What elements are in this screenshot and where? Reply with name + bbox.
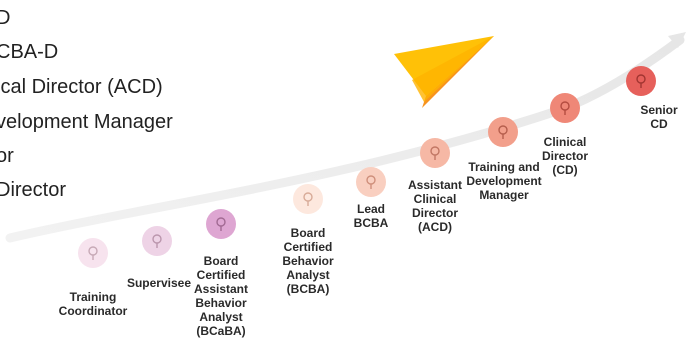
list-item: Director (0, 179, 67, 201)
step-label-training-development-manager: Training and Development Manager (466, 160, 542, 202)
trail-arrowhead (668, 32, 686, 48)
step-node-training-development-manager (488, 117, 518, 147)
location-pin-icon (430, 146, 440, 160)
step-label-supervisee: Supervisee (126, 276, 192, 290)
location-pin-icon (303, 192, 313, 206)
location-pin-icon (560, 101, 570, 115)
step-label-clinical-director: Clinical Director (CD) (541, 135, 588, 177)
step-label-training-coordinator: Training Coordinator (58, 290, 128, 318)
location-pin-icon (88, 246, 98, 260)
list-item: velopment Manager (0, 111, 173, 133)
step-node-supervisee (142, 226, 172, 256)
location-pin-icon (498, 125, 508, 139)
location-pin-icon (152, 234, 162, 248)
paper-plane-icon (394, 36, 494, 108)
step-node-bcba (293, 184, 323, 214)
location-pin-icon (216, 217, 226, 231)
step-node-training-coordinator (78, 238, 108, 268)
plane-wing-bottom (422, 36, 494, 108)
step-label-lead-bcba: Lead BCBA (353, 202, 389, 230)
plane-fold (412, 36, 494, 102)
step-label-bcaba: Board Certified Assistant Behavior Analy… (193, 254, 249, 338)
step-label-senior-cd: Senior CD (640, 103, 678, 131)
list-item: or (0, 145, 14, 167)
location-pin-icon (636, 74, 646, 88)
step-node-acd (420, 138, 450, 168)
step-node-bcaba (206, 209, 236, 239)
step-node-senior-cd (626, 66, 656, 96)
step-node-clinical-director (550, 93, 580, 123)
location-pin-icon (366, 175, 376, 189)
step-label-bcba: Board Certified Behavior Analyst (BCBA) (282, 226, 334, 296)
list-item: ical Director (ACD) (0, 76, 163, 98)
list-item: CBA-D (0, 41, 59, 63)
step-label-acd: Assistant Clinical Director (ACD) (407, 178, 463, 234)
list-item: D (0, 7, 11, 29)
director-list: D CBA-D ical Director (ACD) velopment Ma… (0, 0, 240, 220)
step-node-lead-bcba (356, 167, 386, 197)
